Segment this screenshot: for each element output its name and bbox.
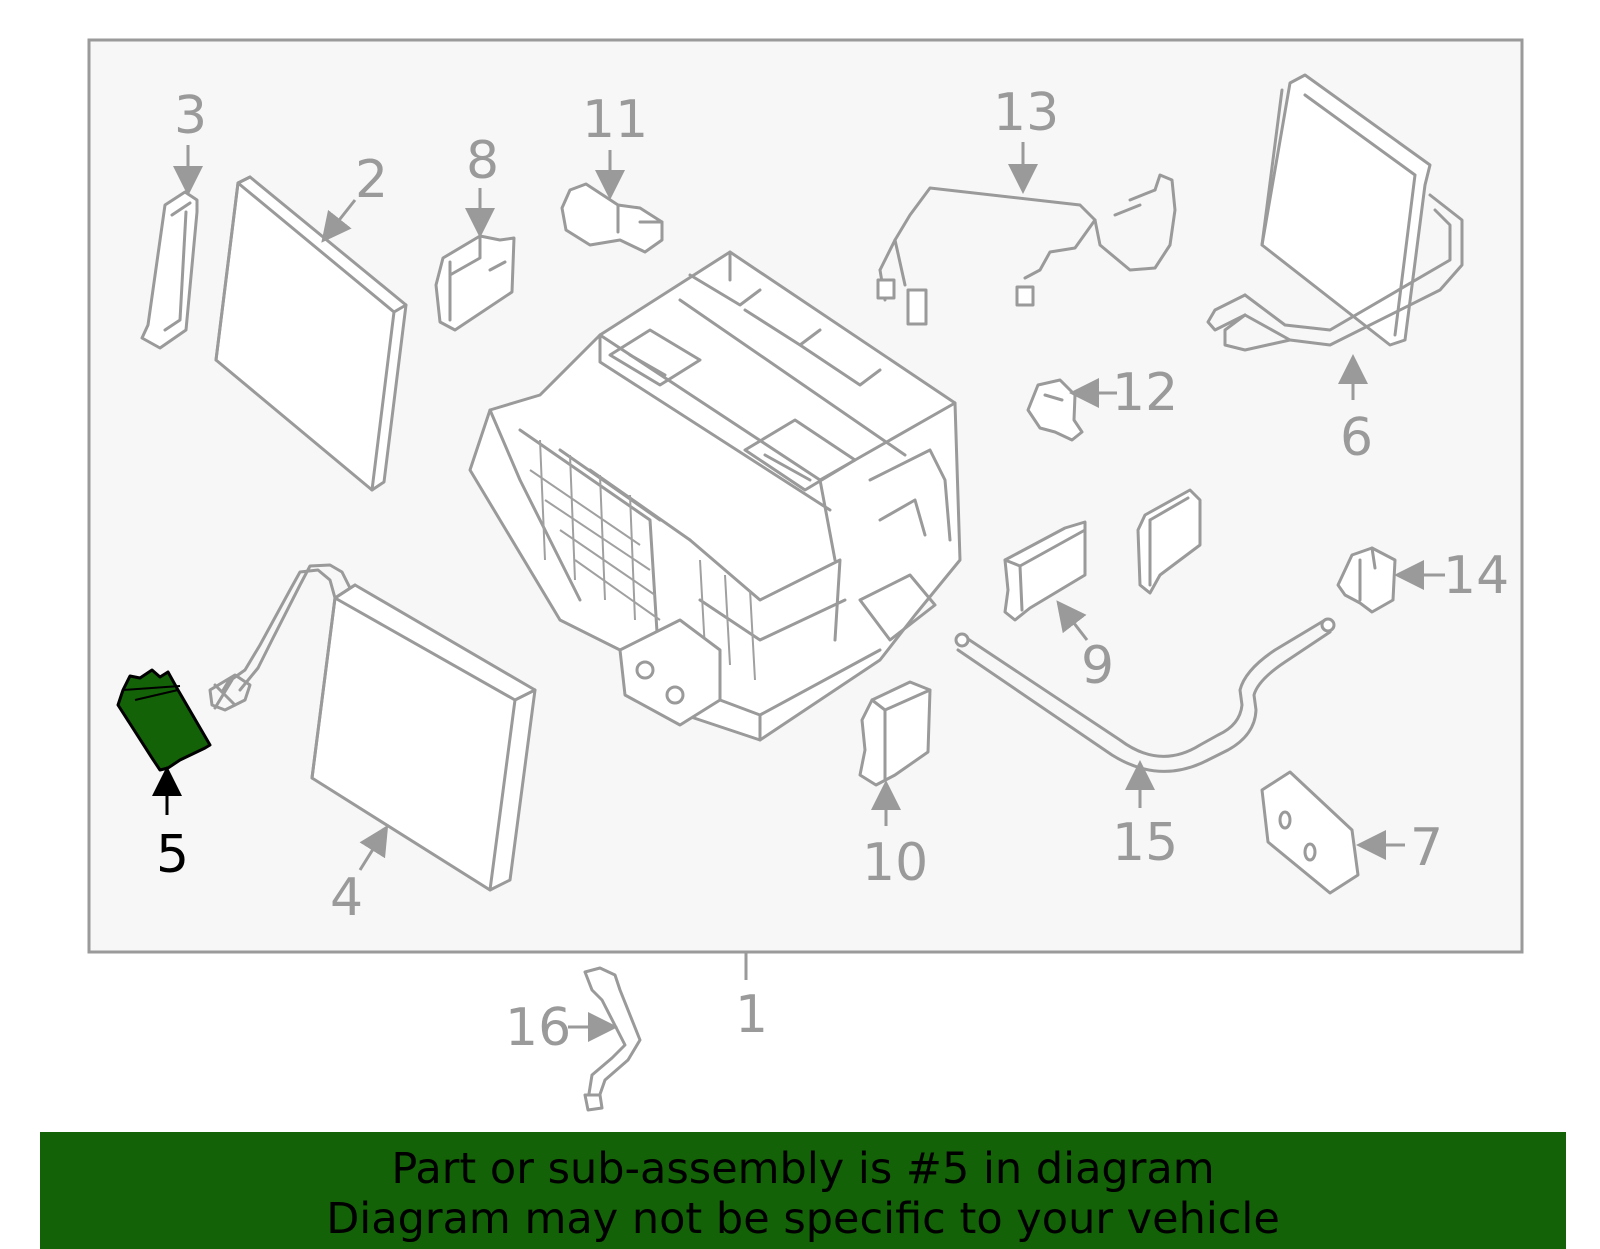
callout-7: 7	[1410, 818, 1443, 878]
callout-16: 16	[505, 998, 571, 1058]
callout-2: 2	[355, 150, 388, 210]
callout-8: 8	[466, 131, 499, 191]
callout-12: 12	[1112, 363, 1178, 423]
part-5-blower-resistor	[116, 668, 212, 772]
callout-14: 14	[1443, 546, 1509, 606]
banner-line-2: Diagram may not be specific to your vehi…	[326, 1194, 1280, 1244]
part-8-actuator	[434, 234, 516, 332]
callout-1: 1	[735, 985, 768, 1045]
part-12-clip	[1026, 378, 1084, 442]
unlabeled-plate	[1136, 488, 1202, 595]
part-6-heater-core	[1206, 73, 1464, 352]
leader-9	[1056, 600, 1089, 641]
callout-6: 6	[1340, 408, 1373, 468]
callout-10: 10	[862, 833, 928, 893]
part-9-module	[1003, 520, 1087, 622]
part-13-harness	[876, 173, 1177, 326]
part-10-module	[858, 680, 932, 787]
callout-15: 15	[1112, 813, 1178, 873]
callout-4: 4	[330, 868, 363, 928]
callout-3: 3	[174, 86, 207, 146]
part-14-connector	[1336, 546, 1397, 614]
callout-11: 11	[582, 90, 648, 150]
banner-line-1: Part or sub-assembly is #5 in diagram	[391, 1144, 1215, 1194]
leader-4	[358, 824, 389, 871]
part-11-sensor	[560, 182, 664, 254]
part-1-hvac-housing	[468, 250, 962, 742]
part-5-highlight-shape	[116, 668, 212, 772]
part-2-filter	[214, 175, 408, 492]
part-7-gasket	[1260, 770, 1360, 895]
part-16-pipe	[583, 966, 642, 1112]
callout-13: 13	[993, 83, 1059, 143]
info-banner: Part or sub-assembly is #5 in diagram Di…	[40, 1132, 1566, 1249]
callout-5: 5	[156, 825, 189, 885]
part-4-evaporator	[208, 563, 537, 892]
leader-2	[321, 199, 357, 243]
callout-9: 9	[1081, 636, 1114, 696]
